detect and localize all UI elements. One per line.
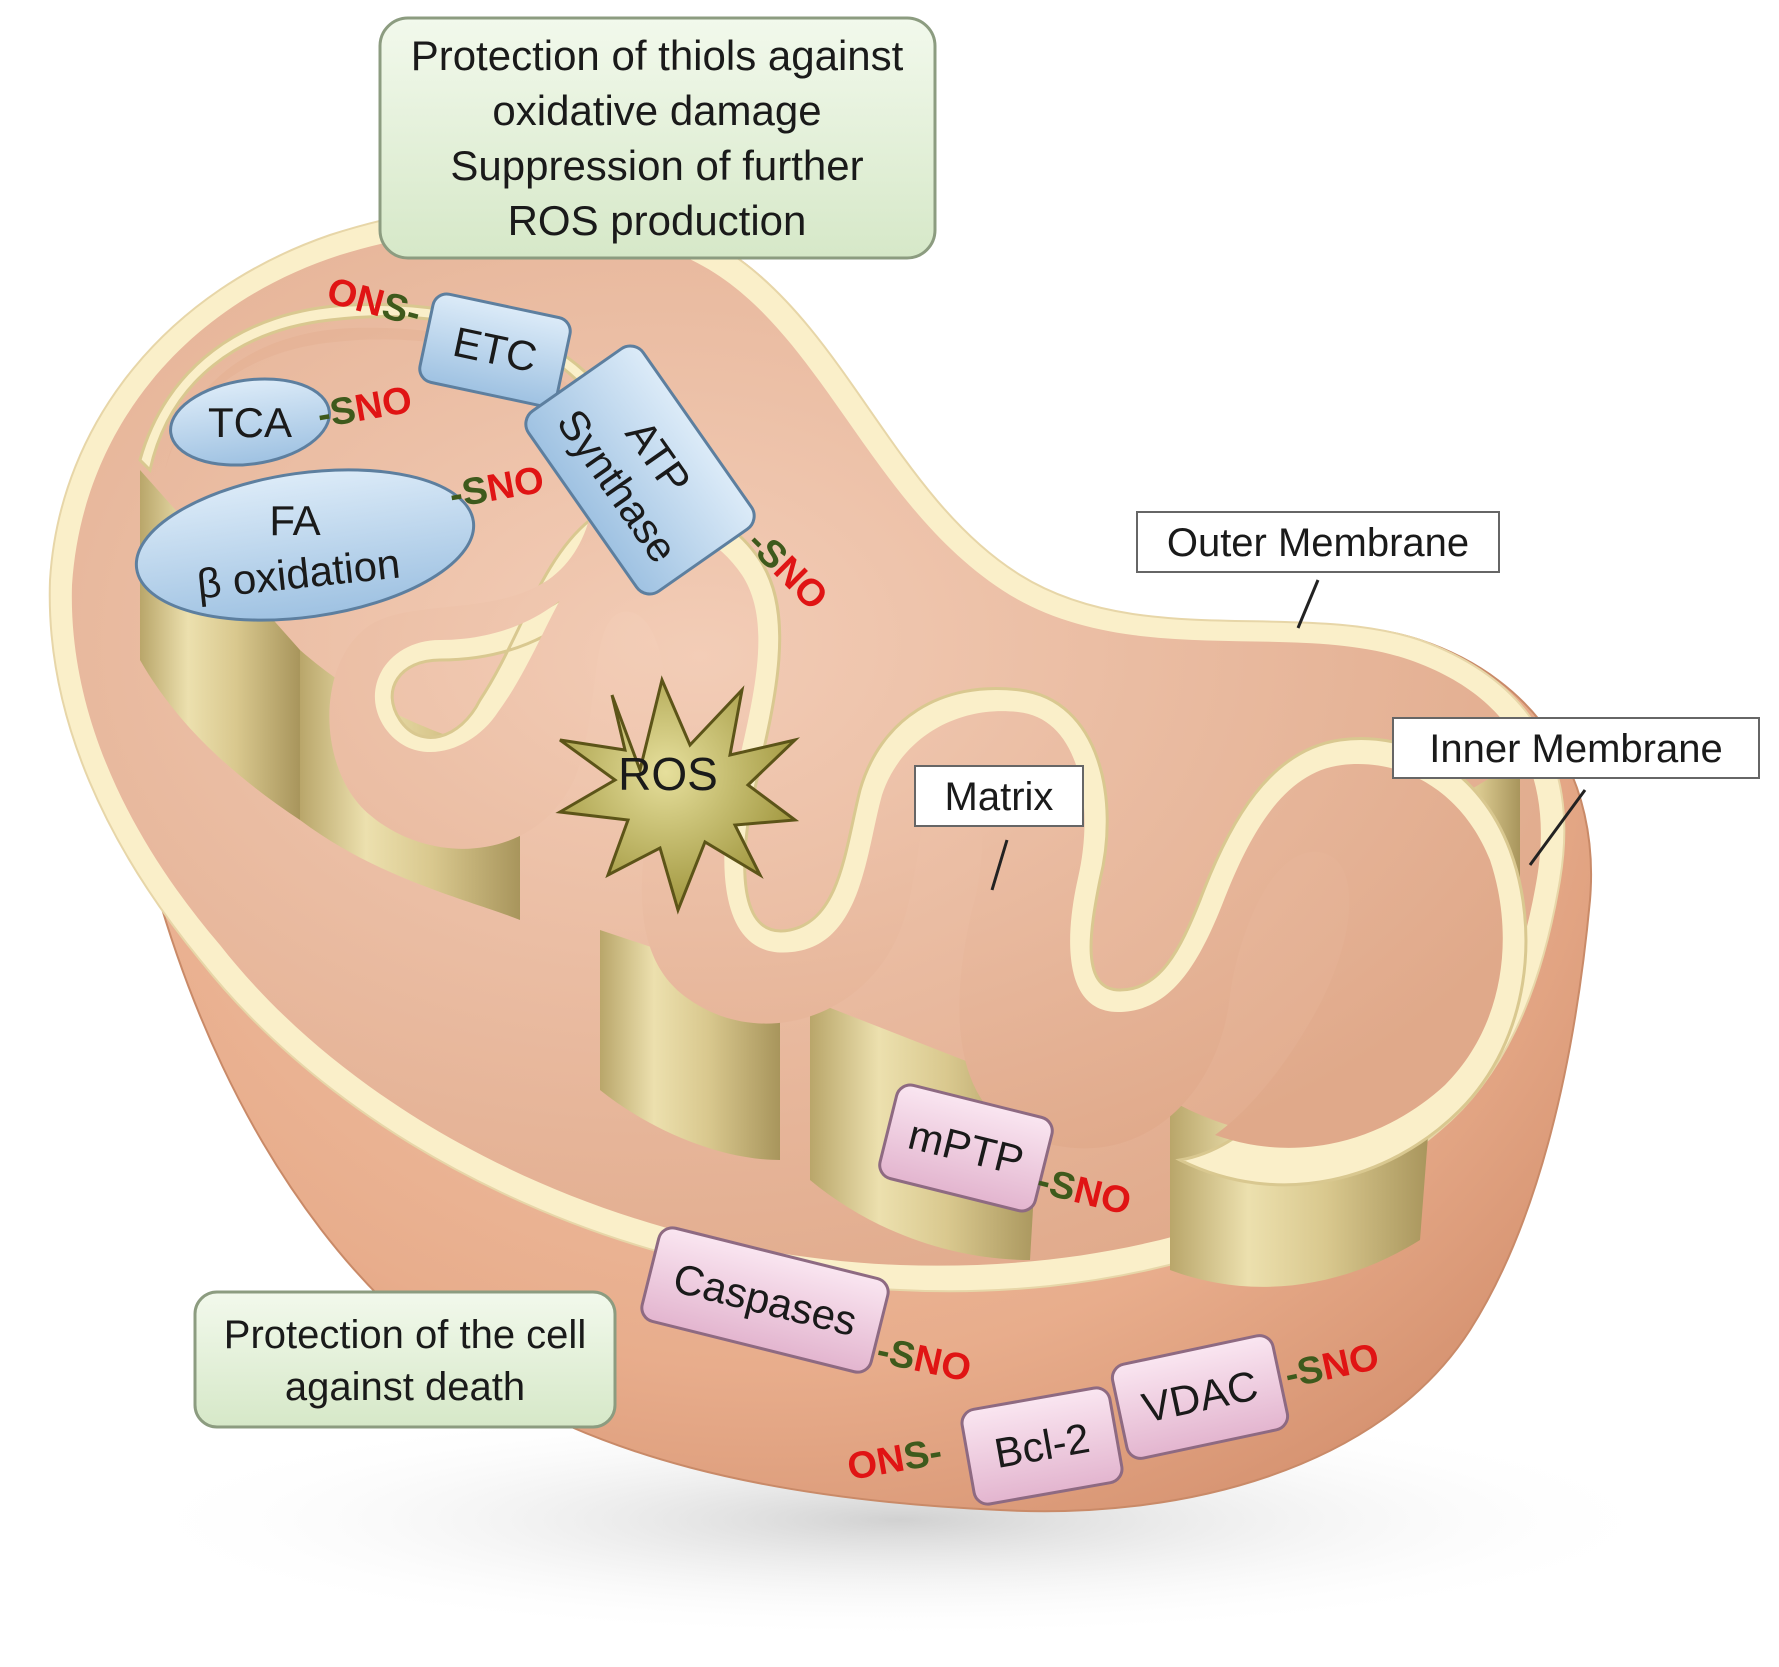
svg-text:-SNO: -SNO — [314, 379, 415, 437]
callout-bottom-line-2: against death — [285, 1365, 525, 1409]
protein-fa-beta-oxidation: FA β oxidation — [134, 468, 476, 622]
svg-text:-SNO: -SNO — [446, 459, 547, 517]
protein-mptp: mPTP — [878, 1083, 1054, 1213]
callout-top-line-1: Protection of thiols against — [411, 32, 904, 79]
svg-text:ONS-: ONS- — [844, 1431, 945, 1489]
bcl-2-ons-tag: ONS- — [844, 1431, 945, 1489]
label-matrix: Matrix — [914, 765, 1084, 891]
ros-burst: ROS — [555, 675, 800, 915]
fa-label: FA — [269, 497, 320, 544]
callout-bottom: Protection of the cell against death — [193, 1290, 617, 1429]
callout-top: Protection of thiols against oxidative d… — [378, 16, 937, 260]
svg-text:Inner Membrane: Inner Membrane — [1429, 727, 1722, 771]
svg-text:TCA: TCA — [208, 399, 292, 446]
svg-text:Matrix: Matrix — [945, 775, 1054, 819]
protein-tca: TCA — [169, 377, 331, 467]
matrix-space — [165, 327, 1503, 1149]
fa-sno-tag: -SNO — [446, 459, 547, 517]
protein-vdac: VDAC — [1110, 1334, 1290, 1460]
callout-top-line-2: oxidative damage — [492, 87, 821, 134]
tca-sno-tag: -SNO — [314, 379, 415, 437]
callout-top-line-4: ROS production — [508, 197, 807, 244]
protein-caspases: Caspases — [640, 1226, 890, 1374]
callout-top-line-3: Suppression of further — [450, 142, 863, 189]
protein-etc: ETC — [418, 292, 572, 408]
callout-bottom-line-1: Protection of the cell — [224, 1313, 586, 1357]
label-inner-membrane: Inner Membrane — [1392, 717, 1760, 866]
label-outer-membrane: Outer Membrane — [1136, 511, 1500, 629]
svg-text:Outer Membrane: Outer Membrane — [1167, 521, 1469, 565]
protein-bcl-2: Bcl-2 — [960, 1386, 1124, 1506]
ros-label: ROS — [618, 748, 718, 800]
